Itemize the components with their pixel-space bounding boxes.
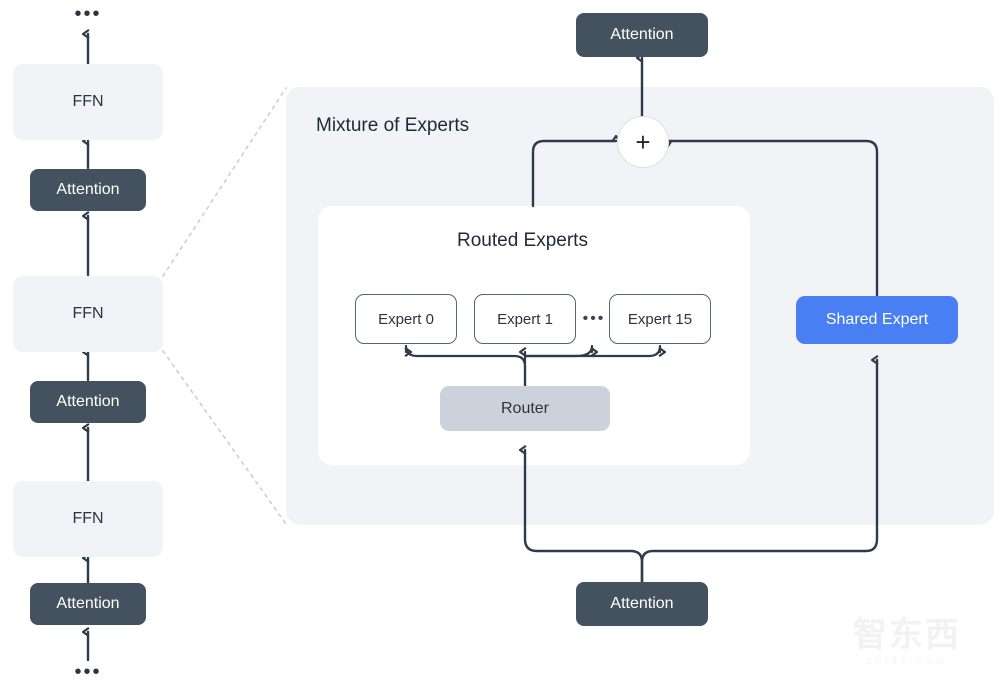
left-ffn-block-top: FFN — [13, 64, 163, 140]
shared-expert-box: Shared Expert — [796, 296, 958, 344]
left-ffn-block-middle: FFN — [13, 276, 163, 352]
expert-box-0: Expert 0 — [355, 294, 457, 344]
dashed-connector-bottom — [162, 350, 287, 525]
left-top-ellipsis: ••• — [74, 2, 102, 25]
expert-box-1: Expert 1 — [474, 294, 576, 344]
watermark-url-text: zhidx.com — [866, 655, 948, 667]
mixture-of-experts-title: Mixture of Experts — [316, 115, 470, 136]
left-attention-block-2: Attention — [30, 381, 146, 423]
routed-experts-title: Routed Experts — [457, 230, 588, 251]
left-attention-block-1: Attention — [30, 169, 146, 211]
watermark: 智东西 zhidx.com — [832, 612, 982, 672]
left-bottom-ellipsis: ••• — [74, 660, 102, 683]
moe-output-attention-block: Attention — [576, 13, 708, 57]
expert-box-15: Expert 15 — [609, 294, 711, 344]
router-box: Router — [440, 386, 610, 431]
left-ffn-block-bottom: FFN — [13, 481, 163, 557]
moe-input-attention-block: Attention — [576, 582, 708, 626]
left-attention-block-3: Attention — [30, 583, 146, 625]
sum-plus-node: + — [617, 116, 669, 168]
expert-gap-ellipsis: ••• — [582, 310, 606, 327]
dashed-connector-top — [162, 87, 287, 277]
watermark-logo-text: 智东西 — [853, 615, 961, 654]
